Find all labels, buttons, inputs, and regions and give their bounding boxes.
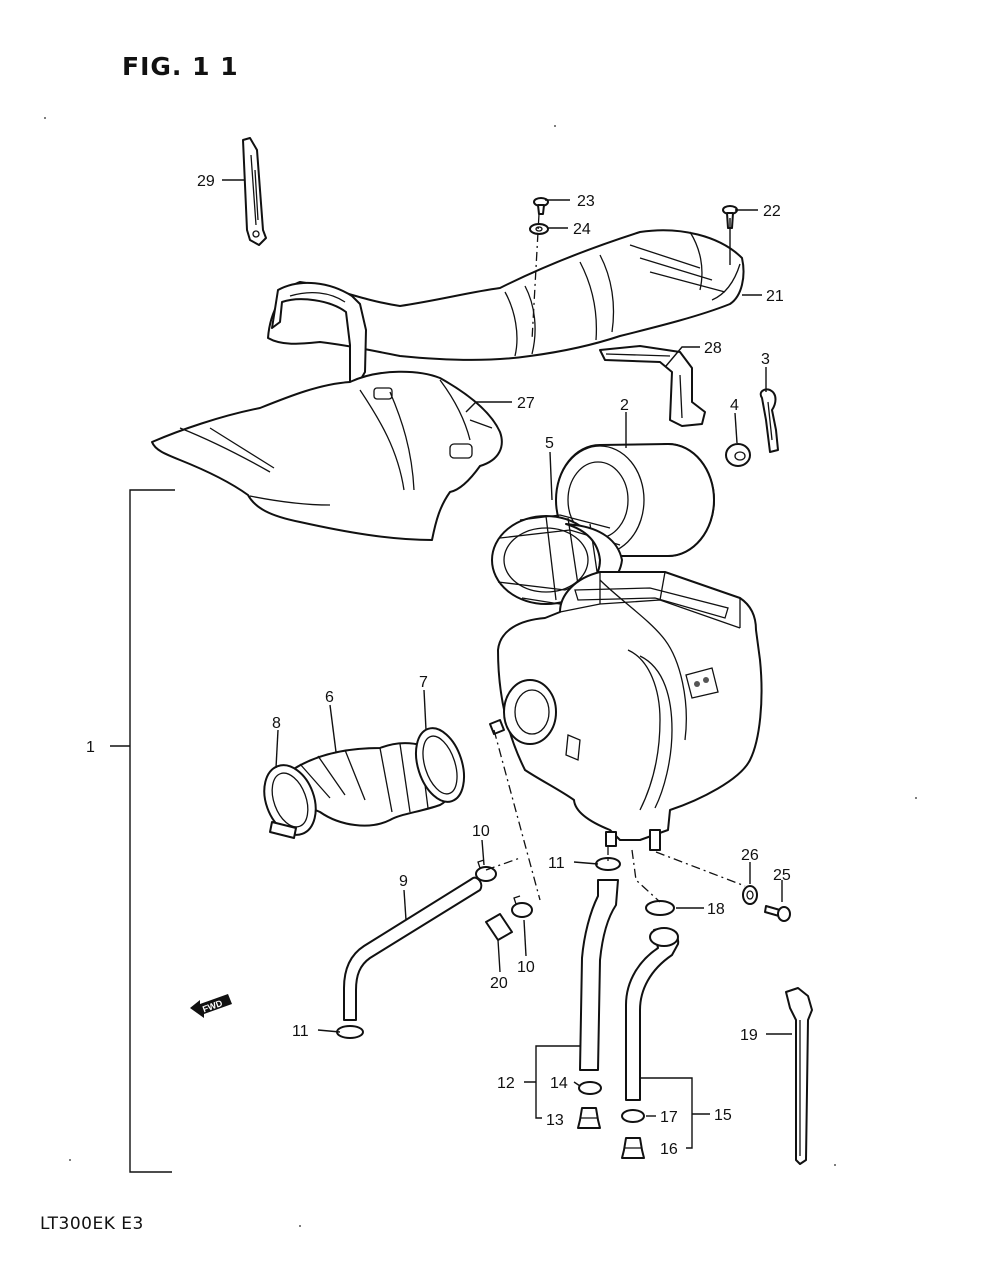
part-28-stay — [599, 345, 706, 427]
callout-3: 3 — [761, 351, 770, 368]
part-14-clamp — [578, 1081, 602, 1095]
part-21-intake-duct — [267, 229, 745, 385]
part-17-clamp — [621, 1109, 645, 1123]
part-4-grommet — [725, 443, 751, 467]
leader-lines — [222, 179, 792, 1149]
callout-8: 8 — [272, 715, 281, 732]
align-line-drain2 — [631, 849, 661, 903]
align-line-bolt — [655, 851, 746, 887]
callout-16: 16 — [660, 1141, 678, 1158]
part-7-clamp — [415, 727, 465, 803]
callout-28: 28 — [704, 340, 722, 357]
callout-10-upper: 10 — [472, 823, 490, 840]
part-16-drain-plug — [621, 1137, 645, 1159]
part-8-clamp — [263, 764, 317, 839]
part-24-washer — [529, 223, 549, 235]
callout-22: 22 — [763, 203, 781, 220]
callout-1: 1 — [86, 739, 95, 756]
callout-2: 2 — [620, 397, 629, 414]
callout-7: 7 — [419, 674, 428, 691]
callout-13: 13 — [546, 1112, 564, 1129]
part-19-band — [785, 987, 813, 1165]
part-27-cover — [151, 370, 503, 541]
callout-11-lower: 11 — [292, 1023, 309, 1040]
callout-23: 23 — [577, 193, 595, 210]
callout-5: 5 — [545, 435, 554, 452]
part-18-clamp — [645, 900, 675, 916]
part-9-hose — [343, 876, 483, 1021]
assembly-bracket — [129, 489, 175, 1173]
callout-labels: 1 2 3 4 5 6 7 8 9 10 10 11 11 12 13 14 1… — [86, 173, 791, 1158]
callout-21: 21 — [766, 288, 784, 305]
part-26-washer — [742, 885, 758, 905]
align-line-hose — [485, 857, 521, 871]
callout-18: 18 — [707, 901, 725, 918]
callout-17: 17 — [660, 1109, 678, 1126]
part-12-drain-hose — [579, 879, 619, 1071]
part-25-bolt — [764, 905, 791, 922]
air-cleaner-case — [489, 571, 763, 851]
part-11-clamp-lower — [336, 1025, 364, 1039]
align-line-screw — [531, 213, 540, 341]
part-10-clamp-upper — [475, 859, 497, 882]
fwd-direction-badge: FWD — [190, 994, 232, 1018]
align-line-breather — [493, 729, 541, 901]
part-15-drain-hose — [625, 927, 680, 1101]
part-3-clip — [759, 388, 779, 453]
part-2-air-element — [555, 443, 715, 557]
model-code: LT300EK E3 — [40, 1214, 144, 1234]
figure-title: FIG. 1 1 — [122, 52, 239, 81]
callout-12: 12 — [497, 1075, 515, 1092]
fwd-text: FWD — [201, 998, 224, 1015]
callout-29: 29 — [197, 173, 215, 190]
callout-27: 27 — [517, 395, 535, 412]
callout-11-upper: 11 — [548, 855, 565, 872]
part-20-plug — [485, 913, 513, 941]
callout-26: 26 — [741, 847, 759, 864]
callout-10-lower: 10 — [517, 959, 535, 976]
callout-19: 19 — [740, 1027, 758, 1044]
callout-24: 24 — [573, 221, 591, 238]
part-29-bracket — [242, 137, 267, 246]
callout-20: 20 — [490, 975, 508, 992]
part-6-outlet-tube — [289, 742, 454, 827]
callout-4: 4 — [730, 397, 739, 414]
part-23-screw — [533, 197, 549, 215]
scan-specks — [44, 117, 917, 1227]
callout-15: 15 — [714, 1107, 732, 1124]
callout-6: 6 — [325, 689, 334, 706]
part-13-drain-plug — [577, 1107, 601, 1129]
callout-9: 9 — [399, 873, 408, 890]
callout-14: 14 — [550, 1075, 568, 1092]
callout-25: 25 — [773, 867, 791, 884]
part-10-clamp-lower — [511, 895, 533, 918]
